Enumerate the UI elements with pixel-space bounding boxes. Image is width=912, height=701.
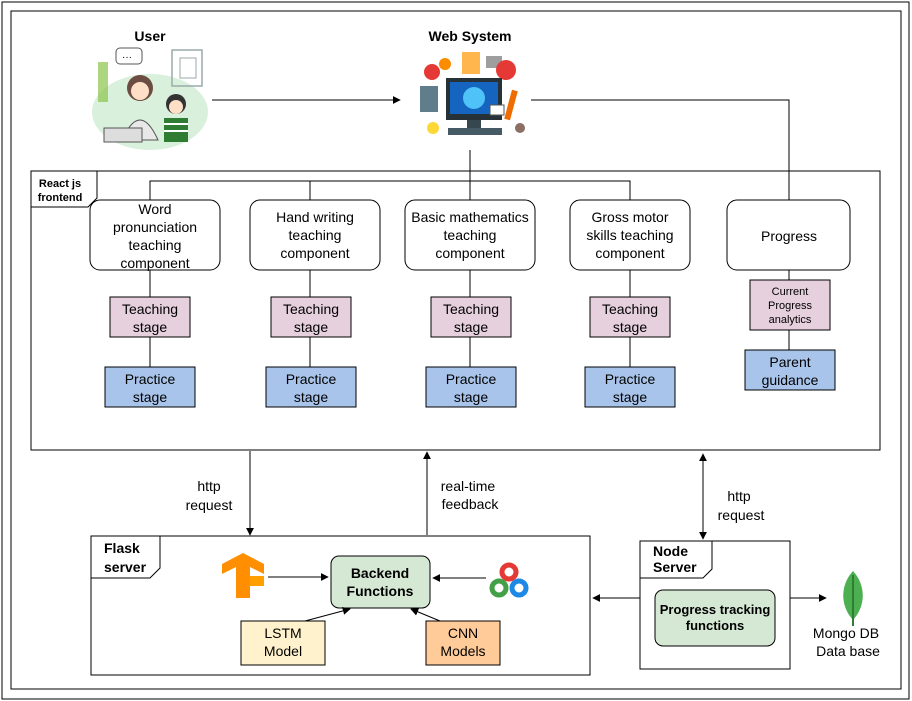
component-label: Basic mathematics (411, 209, 528, 225)
component-label: teaching (444, 227, 497, 243)
backend-label: Functions (347, 583, 414, 599)
component-label: Gross motor (591, 209, 668, 225)
component-basic-mathematics: Basic mathematics teaching component (404, 199, 536, 271)
guidance-label: Parent (769, 354, 810, 370)
flask-server-container (90, 535, 591, 676)
teaching-stage-3: Teaching stage (430, 296, 512, 338)
component-word-pronunciation: Word pronunciation teaching component (89, 199, 221, 271)
http-request-label-2: request (718, 507, 765, 523)
parent-guidance: Parent guidance (744, 349, 836, 391)
progress-tracking-functions: Progress tracking functions (654, 589, 776, 647)
practice-stage-2: Practice stage (265, 366, 357, 408)
component-gross-motor: Gross motor skills teaching component (569, 199, 691, 271)
realtime-feedback-label: feedback (442, 496, 500, 512)
node-label: Server (653, 559, 697, 575)
practice-label: stage (133, 389, 167, 405)
teaching-label: Teaching (122, 301, 178, 317)
practice-stage-1: Practice stage (104, 366, 196, 408)
component-label: Word (138, 201, 171, 217)
frontend-label-line2: frontend (38, 192, 83, 204)
progress-fn-label: functions (686, 618, 745, 633)
progress-fn-label: Progress tracking (660, 602, 771, 617)
practice-label: Practice (286, 371, 337, 387)
component-label: skills teaching (586, 227, 673, 243)
teaching-label: stage (133, 319, 167, 335)
teaching-label: stage (613, 319, 647, 335)
http-request-label-1: http (197, 478, 221, 494)
progress-title: Progress (761, 228, 817, 244)
analytics-label: Current (772, 286, 809, 298)
frontend-label-tab (31, 171, 98, 208)
guidance-label: guidance (762, 372, 819, 388)
practice-label: stage (613, 389, 647, 405)
cnn-models: CNN Models (425, 620, 501, 666)
practice-label: Practice (605, 371, 656, 387)
cnn-label: CNN (448, 625, 478, 641)
progress-component: Progress (726, 199, 851, 271)
node-label: Node (653, 543, 688, 559)
analytics-label: Progress (768, 300, 813, 312)
progress-analytics: Current Progress analytics (749, 279, 831, 331)
lstm-label: LSTM (264, 625, 301, 641)
http-request-label-2: http (727, 488, 751, 504)
lstm-to-backend-arrow (304, 606, 351, 622)
node-server-container (639, 540, 791, 670)
practice-label: stage (454, 389, 488, 405)
components-bus (149, 180, 631, 200)
teaching-label: stage (294, 319, 328, 335)
web-to-progress-line (531, 99, 790, 200)
lstm-label: Model (264, 643, 302, 659)
mongodb-label: Data base (816, 643, 880, 659)
teaching-label: Teaching (602, 301, 658, 317)
component-label: component (120, 255, 189, 271)
component-label: component (280, 245, 349, 261)
backend-functions: Backend Functions (330, 555, 431, 609)
flask-label: server (104, 559, 147, 575)
component-label: component (435, 245, 504, 261)
teaching-stage-1: Teaching stage (109, 296, 191, 338)
web-system-title: Web System (429, 28, 512, 44)
component-label: teaching (129, 237, 182, 253)
user-illustration: ··· (92, 47, 208, 150)
backend-label: Backend (351, 565, 409, 581)
node-label-tab (640, 541, 713, 579)
mongodb-icon (843, 571, 863, 626)
practice-label: stage (294, 389, 328, 405)
component-label: pronunciation (113, 219, 197, 235)
practice-stage-4: Practice stage (584, 366, 676, 408)
component-label: teaching (289, 227, 342, 243)
cnn-to-backend-arrow (410, 608, 441, 622)
practice-stage-3: Practice stage (425, 366, 517, 408)
http-request-label-1: request (186, 497, 233, 513)
teaching-label: Teaching (283, 301, 339, 317)
mongodb-label: Mongo DB (813, 625, 879, 641)
web-system-illustration (420, 52, 525, 135)
realtime-feedback-label: real-time (441, 478, 496, 494)
practice-label: Practice (446, 371, 497, 387)
analytics-label: analytics (769, 314, 812, 326)
svg-text:···: ··· (122, 52, 132, 63)
teaching-label: Teaching (443, 301, 499, 317)
frontend-container (30, 170, 881, 451)
tensorflow-icon (222, 553, 264, 598)
teaching-stage-2: Teaching stage (270, 296, 352, 338)
cnn-label: Models (440, 643, 485, 659)
opencv-icon (489, 562, 529, 598)
flask-label-tab (91, 536, 161, 579)
frontend-label-line1: React js (39, 178, 81, 190)
component-hand-writing: Hand writing teaching component (249, 199, 381, 271)
user-title: User (134, 28, 166, 44)
flask-label: Flask (104, 540, 140, 556)
lstm-model: LSTM Model (240, 620, 326, 666)
inner-frame (10, 10, 902, 690)
teaching-stage-4: Teaching stage (589, 296, 671, 338)
component-label: Hand writing (276, 209, 354, 225)
practice-label: Practice (125, 371, 176, 387)
teaching-label: stage (454, 319, 488, 335)
component-label: component (595, 245, 664, 261)
